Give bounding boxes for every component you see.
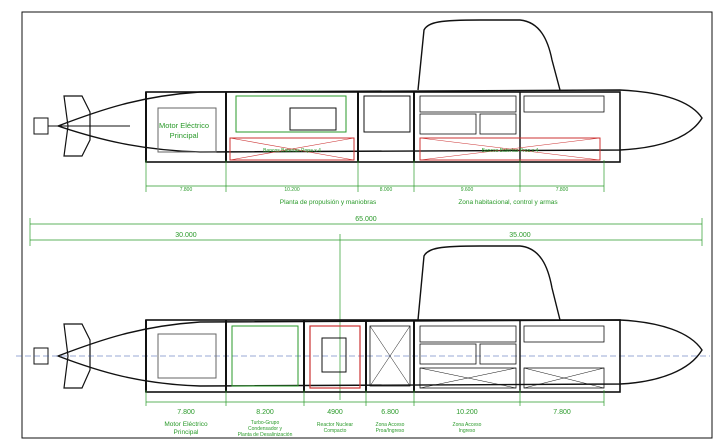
top-battery-aft-label: Bancos Baterías Popa x 4 — [263, 148, 321, 154]
caption-turbo: Turbo-Grupo — [251, 420, 280, 426]
bottom-access-room — [369, 325, 411, 387]
caption-motor: Motor Eléctrico — [164, 421, 208, 428]
caption-access-fwd: Zona Acceso — [453, 422, 482, 428]
fwd-length: 35.000 — [509, 232, 531, 239]
bottom-reactor-vessel — [309, 325, 361, 389]
top-fwd-room — [479, 113, 517, 135]
top-machinery — [235, 95, 347, 133]
top-dim-value: 7.800 — [556, 187, 569, 193]
top-dim-value: 8.000 — [380, 187, 393, 193]
bottom-dim-value: 4900 — [327, 409, 343, 416]
top-propeller — [33, 117, 49, 135]
bottom-fwd-room — [419, 343, 477, 365]
top-motor-label: Principal — [170, 131, 199, 140]
sheet-border — [21, 11, 713, 439]
top-motor — [157, 107, 217, 153]
bottom-dimensions: 7.800 8.200 4900 6.800 10.200 7.800 — [145, 390, 605, 416]
bottom-tail — [63, 323, 91, 389]
bottom-dim-value: 8.200 — [256, 409, 274, 416]
bottom-fwd-room — [523, 325, 605, 343]
bottom-fwd-room — [479, 343, 517, 365]
top-dim-value: 10.200 — [284, 187, 300, 193]
bottom-fwd-store-cross — [419, 367, 517, 389]
caption-access-fwd: Ingreso — [459, 428, 476, 434]
bottom-dim-value: 7.800 — [553, 409, 571, 416]
top-dim-value: 7.800 — [180, 187, 193, 193]
aft-length: 30.000 — [175, 232, 197, 239]
top-tank — [363, 95, 411, 133]
top-motor-label: Motor Eléctrico — [159, 121, 209, 130]
top-machinery-box — [289, 107, 337, 131]
bottom-dim-value: 10.200 — [456, 409, 478, 416]
bottom-fwd-store-cross — [523, 367, 605, 389]
caption-turbo: Condensador y — [248, 426, 282, 432]
top-battery-fwd — [419, 137, 601, 161]
bottom-motor — [157, 333, 217, 379]
top-hull — [55, 89, 703, 153]
bottom-hull — [56, 319, 703, 387]
bottom-captions: Motor Eléctrico Principal Turbo-Grupo Co… — [164, 420, 481, 438]
caption-reactor: Compacto — [324, 428, 347, 434]
bottom-sail — [417, 245, 561, 321]
bottom-turbo — [231, 325, 299, 387]
top-dim-value: 9.600 — [461, 187, 474, 193]
top-fwd-room — [419, 113, 477, 135]
top-dimensions: 7.800 10.200 8.000 9.600 7.800 Planta de… — [145, 160, 605, 206]
bottom-fwd-room — [419, 325, 517, 343]
caption-reactor: Reactor Nuclear — [317, 422, 353, 428]
bottom-submarine — [16, 245, 710, 393]
top-battery-fwd-cross — [419, 137, 601, 161]
bottom-dim-value: 7.800 — [177, 409, 195, 416]
zone-habitational-label: Zona habitacional, control y armas — [458, 199, 558, 206]
bottom-reactor-core — [321, 337, 347, 373]
overall-dimensions: 65.000 30.000 35.000 — [29, 216, 703, 400]
bottom-fwd-store — [419, 367, 517, 389]
top-fwd-room — [523, 95, 605, 113]
zone-propulsion-label: Planta de propulsión y maniobras — [280, 199, 377, 206]
bottom-access-hatch — [369, 325, 411, 387]
top-sail — [417, 19, 561, 91]
top-submarine: Motor Eléctrico Principal Bancos Batería… — [33, 19, 703, 163]
overall-length: 65.000 — [355, 216, 377, 223]
caption-access-aft: Zona Acceso — [376, 422, 405, 428]
top-battery-fwd-label: Bancos Baterías Proa x 4 — [482, 148, 539, 154]
top-fwd-room — [419, 95, 517, 113]
top-tail — [63, 95, 91, 157]
top-battery-aft-cross — [229, 137, 355, 161]
top-battery-aft — [229, 137, 355, 161]
caption-turbo: Planta de Desalinización — [238, 432, 293, 438]
bottom-dim-value: 6.800 — [381, 409, 399, 416]
caption-access-aft: Proa/Ingreso — [376, 428, 405, 434]
caption-motor: Principal — [174, 429, 199, 436]
bottom-fwd-store — [523, 367, 605, 389]
